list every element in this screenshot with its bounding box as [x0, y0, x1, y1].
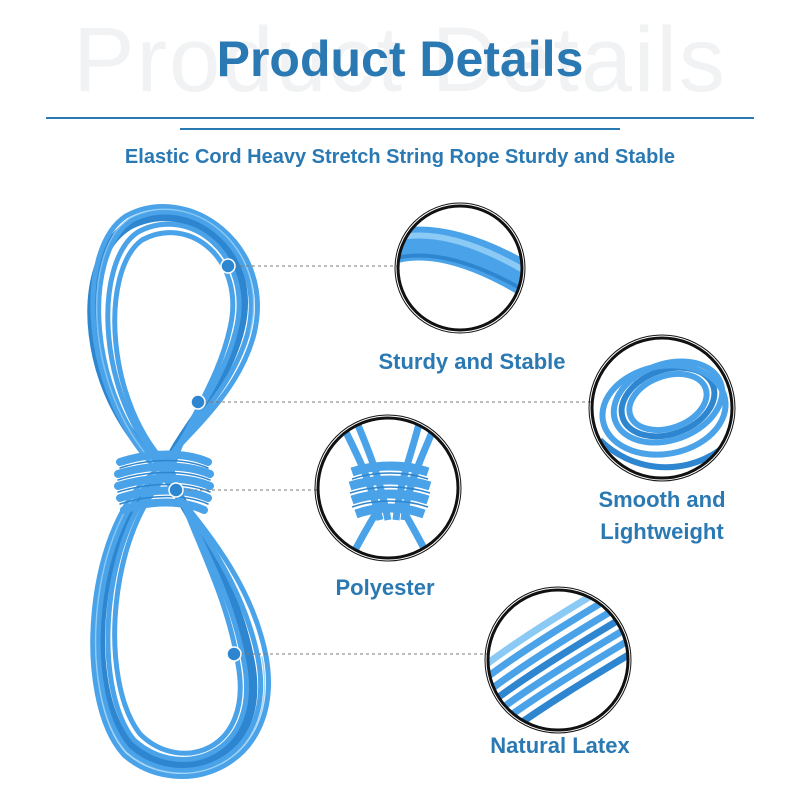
feature-label-sturdy: Sturdy and Stable: [378, 349, 566, 374]
feature-label-latex: Natural Latex: [490, 733, 630, 758]
callout-marker-icon: [168, 258, 242, 662]
title-divider-short: [180, 128, 620, 130]
zoom-circle-sturdy: [394, 202, 526, 334]
feature-label-polyester: Polyester: [335, 575, 435, 600]
zoom-circle-polyester: [314, 414, 462, 562]
feature-label-smooth: Smooth and Lightweight: [598, 487, 726, 544]
zoom-circle-latex: [484, 586, 632, 734]
elastic-cord-bundle-icon: [87, 204, 271, 779]
page-title: Product Details: [216, 31, 584, 87]
title-divider-long: [46, 117, 754, 119]
zoom-circle-smooth: [588, 334, 736, 482]
callout-lines: [176, 265, 592, 655]
background-watermark: Product Details: [73, 9, 727, 111]
page-subtitle: Elastic Cord Heavy Stretch String Rope S…: [124, 146, 676, 168]
